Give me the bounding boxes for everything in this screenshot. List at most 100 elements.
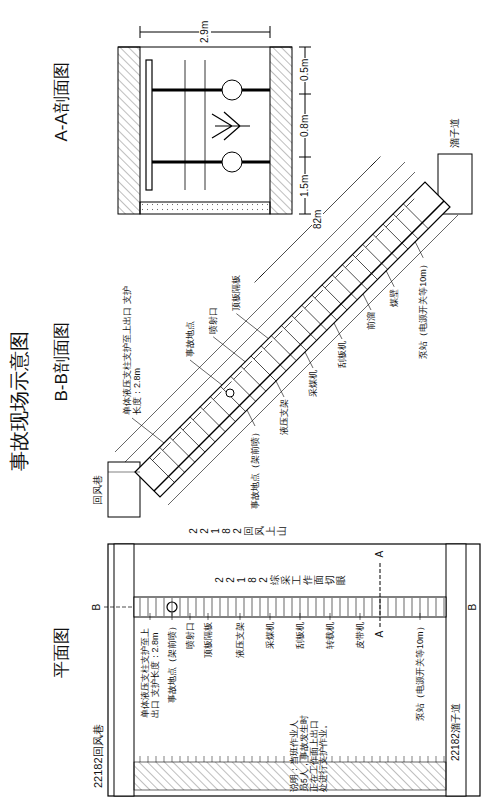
label: 前溜 <box>366 312 376 330</box>
goaf-edge-tick <box>428 756 429 762</box>
dimension-tick <box>299 157 311 158</box>
hydraulic-support <box>342 265 367 290</box>
plan-frame <box>108 544 480 796</box>
hydraulic-support <box>332 275 357 300</box>
hydraulic-support <box>180 427 205 452</box>
label: 喷射口 <box>208 307 218 334</box>
label: 转载机 <box>325 622 335 649</box>
hydraulic-support <box>231 376 256 401</box>
hydraulic-support <box>251 356 276 381</box>
working-face <box>134 597 446 617</box>
hydraulic-support <box>363 244 388 269</box>
a-a-section <box>118 26 311 214</box>
label: 82m <box>312 209 324 230</box>
support-tick <box>356 598 357 616</box>
support-tick <box>148 598 149 616</box>
support-tick <box>220 598 221 616</box>
leader-line <box>415 242 423 258</box>
support-canopy <box>376 229 384 237</box>
support-tick <box>196 598 197 616</box>
coal-wall <box>140 202 270 214</box>
accident-point <box>226 389 234 397</box>
goaf-edge-tick <box>148 756 149 762</box>
support-tick <box>412 598 413 616</box>
dimension-tick <box>140 26 141 38</box>
support-tick <box>316 598 317 616</box>
support-tick <box>180 598 181 616</box>
support-tick <box>436 598 437 616</box>
label: 事故地点（架前喷） <box>167 622 177 703</box>
goaf-edge-tick <box>204 756 205 762</box>
label: 1.5m <box>299 174 311 198</box>
label: 22182回风巷 <box>92 724 105 788</box>
prop-symbol <box>222 80 242 100</box>
floor-rock <box>270 47 292 214</box>
label: 2.9m <box>199 20 211 44</box>
label: 采煤机 <box>265 622 275 649</box>
goaf-edge-tick <box>284 756 285 762</box>
support-canopy <box>193 412 201 420</box>
goaf-edge-tick <box>156 756 157 762</box>
support-canopy <box>254 351 262 359</box>
goaf-edge-tick <box>388 756 389 762</box>
return-airway <box>114 544 134 796</box>
label: 事故地点 <box>185 321 195 357</box>
goaf-edge-tick <box>260 756 261 762</box>
label: 22182溜子道 <box>450 702 462 762</box>
leader-line <box>208 613 209 620</box>
leader-line <box>190 613 191 620</box>
return-airway-section <box>108 462 140 517</box>
support-canopy <box>345 260 353 268</box>
leader-line <box>386 271 394 287</box>
goaf-edge-tick <box>396 756 397 762</box>
haulage-roadway <box>446 544 466 796</box>
support-tick <box>348 598 349 616</box>
goaf-edge-tick <box>356 756 357 762</box>
goaf-edge-tick <box>436 756 437 762</box>
goaf-edge-tick <box>140 756 141 762</box>
label: 回风巷 <box>92 475 104 505</box>
leader-line <box>240 613 241 620</box>
support-canopy <box>356 250 364 258</box>
goaf-edge-tick <box>236 756 237 762</box>
support-canopy <box>335 270 343 278</box>
support-tick <box>380 598 381 616</box>
goaf-edge-tick <box>268 756 269 762</box>
title: 事故现场示意图 <box>8 331 31 471</box>
support-leg <box>152 89 270 92</box>
support-tick <box>252 598 253 616</box>
label: A-A剖面图 <box>52 62 72 141</box>
dimension-line <box>260 162 376 278</box>
goaf-edge-tick <box>364 756 365 762</box>
support-canopy <box>244 361 252 369</box>
support-canopy <box>284 321 292 329</box>
support-tick <box>164 598 165 616</box>
dimension-tick <box>270 26 271 38</box>
support-tick <box>284 598 285 616</box>
roof-strata <box>125 172 415 462</box>
support-canopy <box>163 442 171 450</box>
support-canopy <box>234 371 242 379</box>
support-tick <box>188 598 189 616</box>
hydraulic-support <box>281 326 306 351</box>
label: 平面图 <box>52 627 72 678</box>
support-canopy <box>315 290 323 298</box>
label: A <box>374 630 386 639</box>
support-canopy <box>396 209 404 217</box>
hydraulic-support <box>302 305 327 330</box>
hydraulic-support <box>170 437 195 462</box>
leader-line <box>360 613 361 620</box>
support-tick <box>236 598 237 616</box>
scraper-conveyor <box>154 201 444 491</box>
dimension-tick <box>255 273 265 283</box>
goaf-edge-tick <box>164 756 165 762</box>
goaf-edge-tick <box>348 756 349 762</box>
label: 单体液压支柱支护至上出口 支护长度：2.8m <box>140 622 161 718</box>
section-line-b <box>104 607 134 608</box>
hydraulic-support <box>160 447 185 472</box>
prop-symbol <box>222 152 242 172</box>
support-tick <box>332 598 333 616</box>
leader-line <box>172 613 173 620</box>
goaf-edge-tick <box>372 756 373 762</box>
label: B <box>467 604 479 611</box>
